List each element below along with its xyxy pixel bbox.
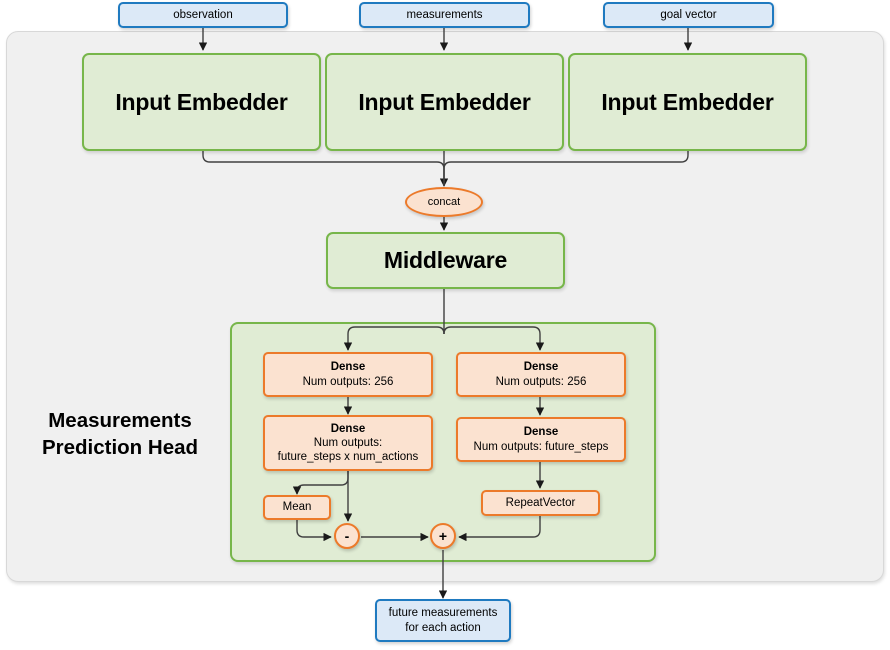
left-dense-2-title: Dense bbox=[330, 422, 366, 435]
output-label-line2: for each action bbox=[405, 621, 481, 634]
input-observation-label: observation bbox=[173, 8, 233, 21]
output-label-line1: future measurements bbox=[388, 607, 498, 620]
repeat-vector-node[interactable]: RepeatVector bbox=[481, 490, 600, 516]
left-dense-2-subtitle-line2: future_steps x num_actions bbox=[277, 451, 419, 463]
head-group-title-line1: Measurements bbox=[48, 409, 192, 432]
mean-label: Mean bbox=[282, 501, 312, 514]
input-embedder-2-label: Input Embedder bbox=[358, 88, 531, 115]
head-group-title: Measurements Prediction Head bbox=[20, 408, 220, 461]
add-operator-label: + bbox=[438, 528, 448, 544]
left-dense-1[interactable]: Dense Num outputs: 256 bbox=[263, 352, 433, 397]
input-measurements[interactable]: measurements bbox=[359, 2, 530, 28]
left-dense-1-subtitle: Num outputs: 256 bbox=[302, 375, 394, 388]
left-dense-2[interactable]: Dense Num outputs: future_steps x num_ac… bbox=[263, 415, 433, 471]
input-embedder-1[interactable]: Input Embedder bbox=[82, 53, 321, 151]
right-dense-1-subtitle: Num outputs: 256 bbox=[495, 375, 587, 388]
input-goal-vector[interactable]: goal vector bbox=[603, 2, 774, 28]
input-embedder-1-label: Input Embedder bbox=[115, 88, 288, 115]
subtract-operator-label: - bbox=[344, 528, 350, 544]
subtract-operator[interactable]: - bbox=[334, 523, 360, 549]
right-dense-1[interactable]: Dense Num outputs: 256 bbox=[456, 352, 626, 397]
head-group-title-line2: Prediction Head bbox=[41, 435, 199, 459]
middleware-node[interactable]: Middleware bbox=[326, 232, 565, 289]
input-observation[interactable]: observation bbox=[118, 2, 288, 28]
input-goal-vector-label: goal vector bbox=[660, 8, 717, 21]
right-dense-2-title: Dense bbox=[523, 426, 559, 439]
input-embedder-3-label: Input Embedder bbox=[601, 88, 774, 115]
repeat-vector-label: RepeatVector bbox=[505, 496, 576, 509]
left-dense-1-title: Dense bbox=[330, 361, 366, 374]
input-measurements-label: measurements bbox=[406, 8, 483, 21]
input-embedder-2[interactable]: Input Embedder bbox=[325, 53, 564, 151]
right-dense-2-subtitle: Num outputs: future_steps bbox=[473, 440, 609, 453]
mean-node[interactable]: Mean bbox=[263, 495, 331, 520]
left-dense-2-subtitle-line1: Num outputs: bbox=[313, 436, 383, 449]
add-operator[interactable]: + bbox=[430, 523, 456, 549]
concat-node[interactable]: concat bbox=[405, 187, 483, 217]
concat-label: concat bbox=[427, 196, 461, 208]
right-dense-1-title: Dense bbox=[523, 361, 559, 374]
input-embedder-3[interactable]: Input Embedder bbox=[568, 53, 807, 151]
right-dense-2[interactable]: Dense Num outputs: future_steps bbox=[456, 417, 626, 462]
output-future-measurements[interactable]: future measurements for each action bbox=[375, 599, 511, 642]
middleware-label: Middleware bbox=[383, 247, 508, 274]
